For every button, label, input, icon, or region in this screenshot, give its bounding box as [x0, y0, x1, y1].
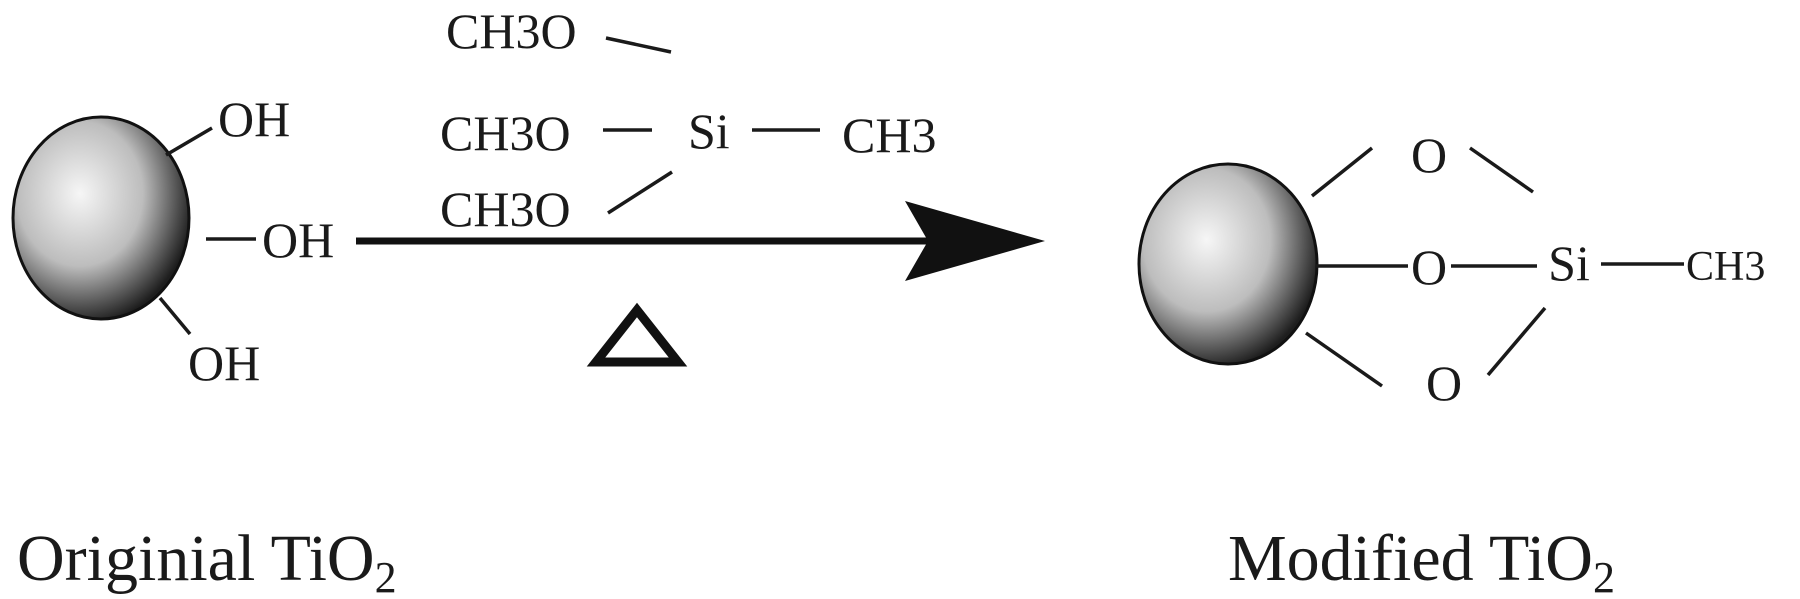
bond-oh-top: [165, 126, 213, 157]
silicon-product: Si: [1548, 235, 1590, 291]
tio2-particle-original: [11, 115, 191, 321]
bond-methoxy-top: [605, 36, 672, 54]
methyl-product: CH3: [1686, 244, 1765, 290]
oxygen-bottom: O: [1426, 355, 1462, 411]
tio2-particle-modified: [1137, 162, 1319, 366]
methoxy-top: CH3O: [446, 3, 577, 59]
reaction-arrow-head: [905, 201, 1045, 281]
oh-top: OH: [218, 91, 290, 147]
oh-middle: OH: [262, 212, 334, 268]
bond-particle-o-top: [1310, 146, 1374, 198]
modified-tio2-label: Modified TiO2: [1228, 522, 1615, 599]
oh-bottom: OH: [188, 335, 260, 391]
oxygen-middle: O: [1411, 239, 1447, 295]
silicon-reagent: Si: [688, 103, 730, 159]
bond-particle-o-bottom: [1304, 331, 1384, 388]
original-tio2-label: Originial TiO2: [17, 522, 397, 599]
oxygen-top: O: [1411, 127, 1447, 183]
heat-delta-symbol: [586, 302, 688, 367]
methoxy-middle: CH3O: [440, 105, 571, 161]
bond-o-bottom-si: [1486, 306, 1547, 377]
bond-o-top-si: [1468, 146, 1535, 194]
methyl-reagent: CH3: [842, 107, 936, 163]
methoxy-bottom: CH3O: [440, 181, 571, 237]
bond-methoxy-bottom: [607, 170, 673, 215]
bond-oh-bottom: [158, 296, 192, 336]
